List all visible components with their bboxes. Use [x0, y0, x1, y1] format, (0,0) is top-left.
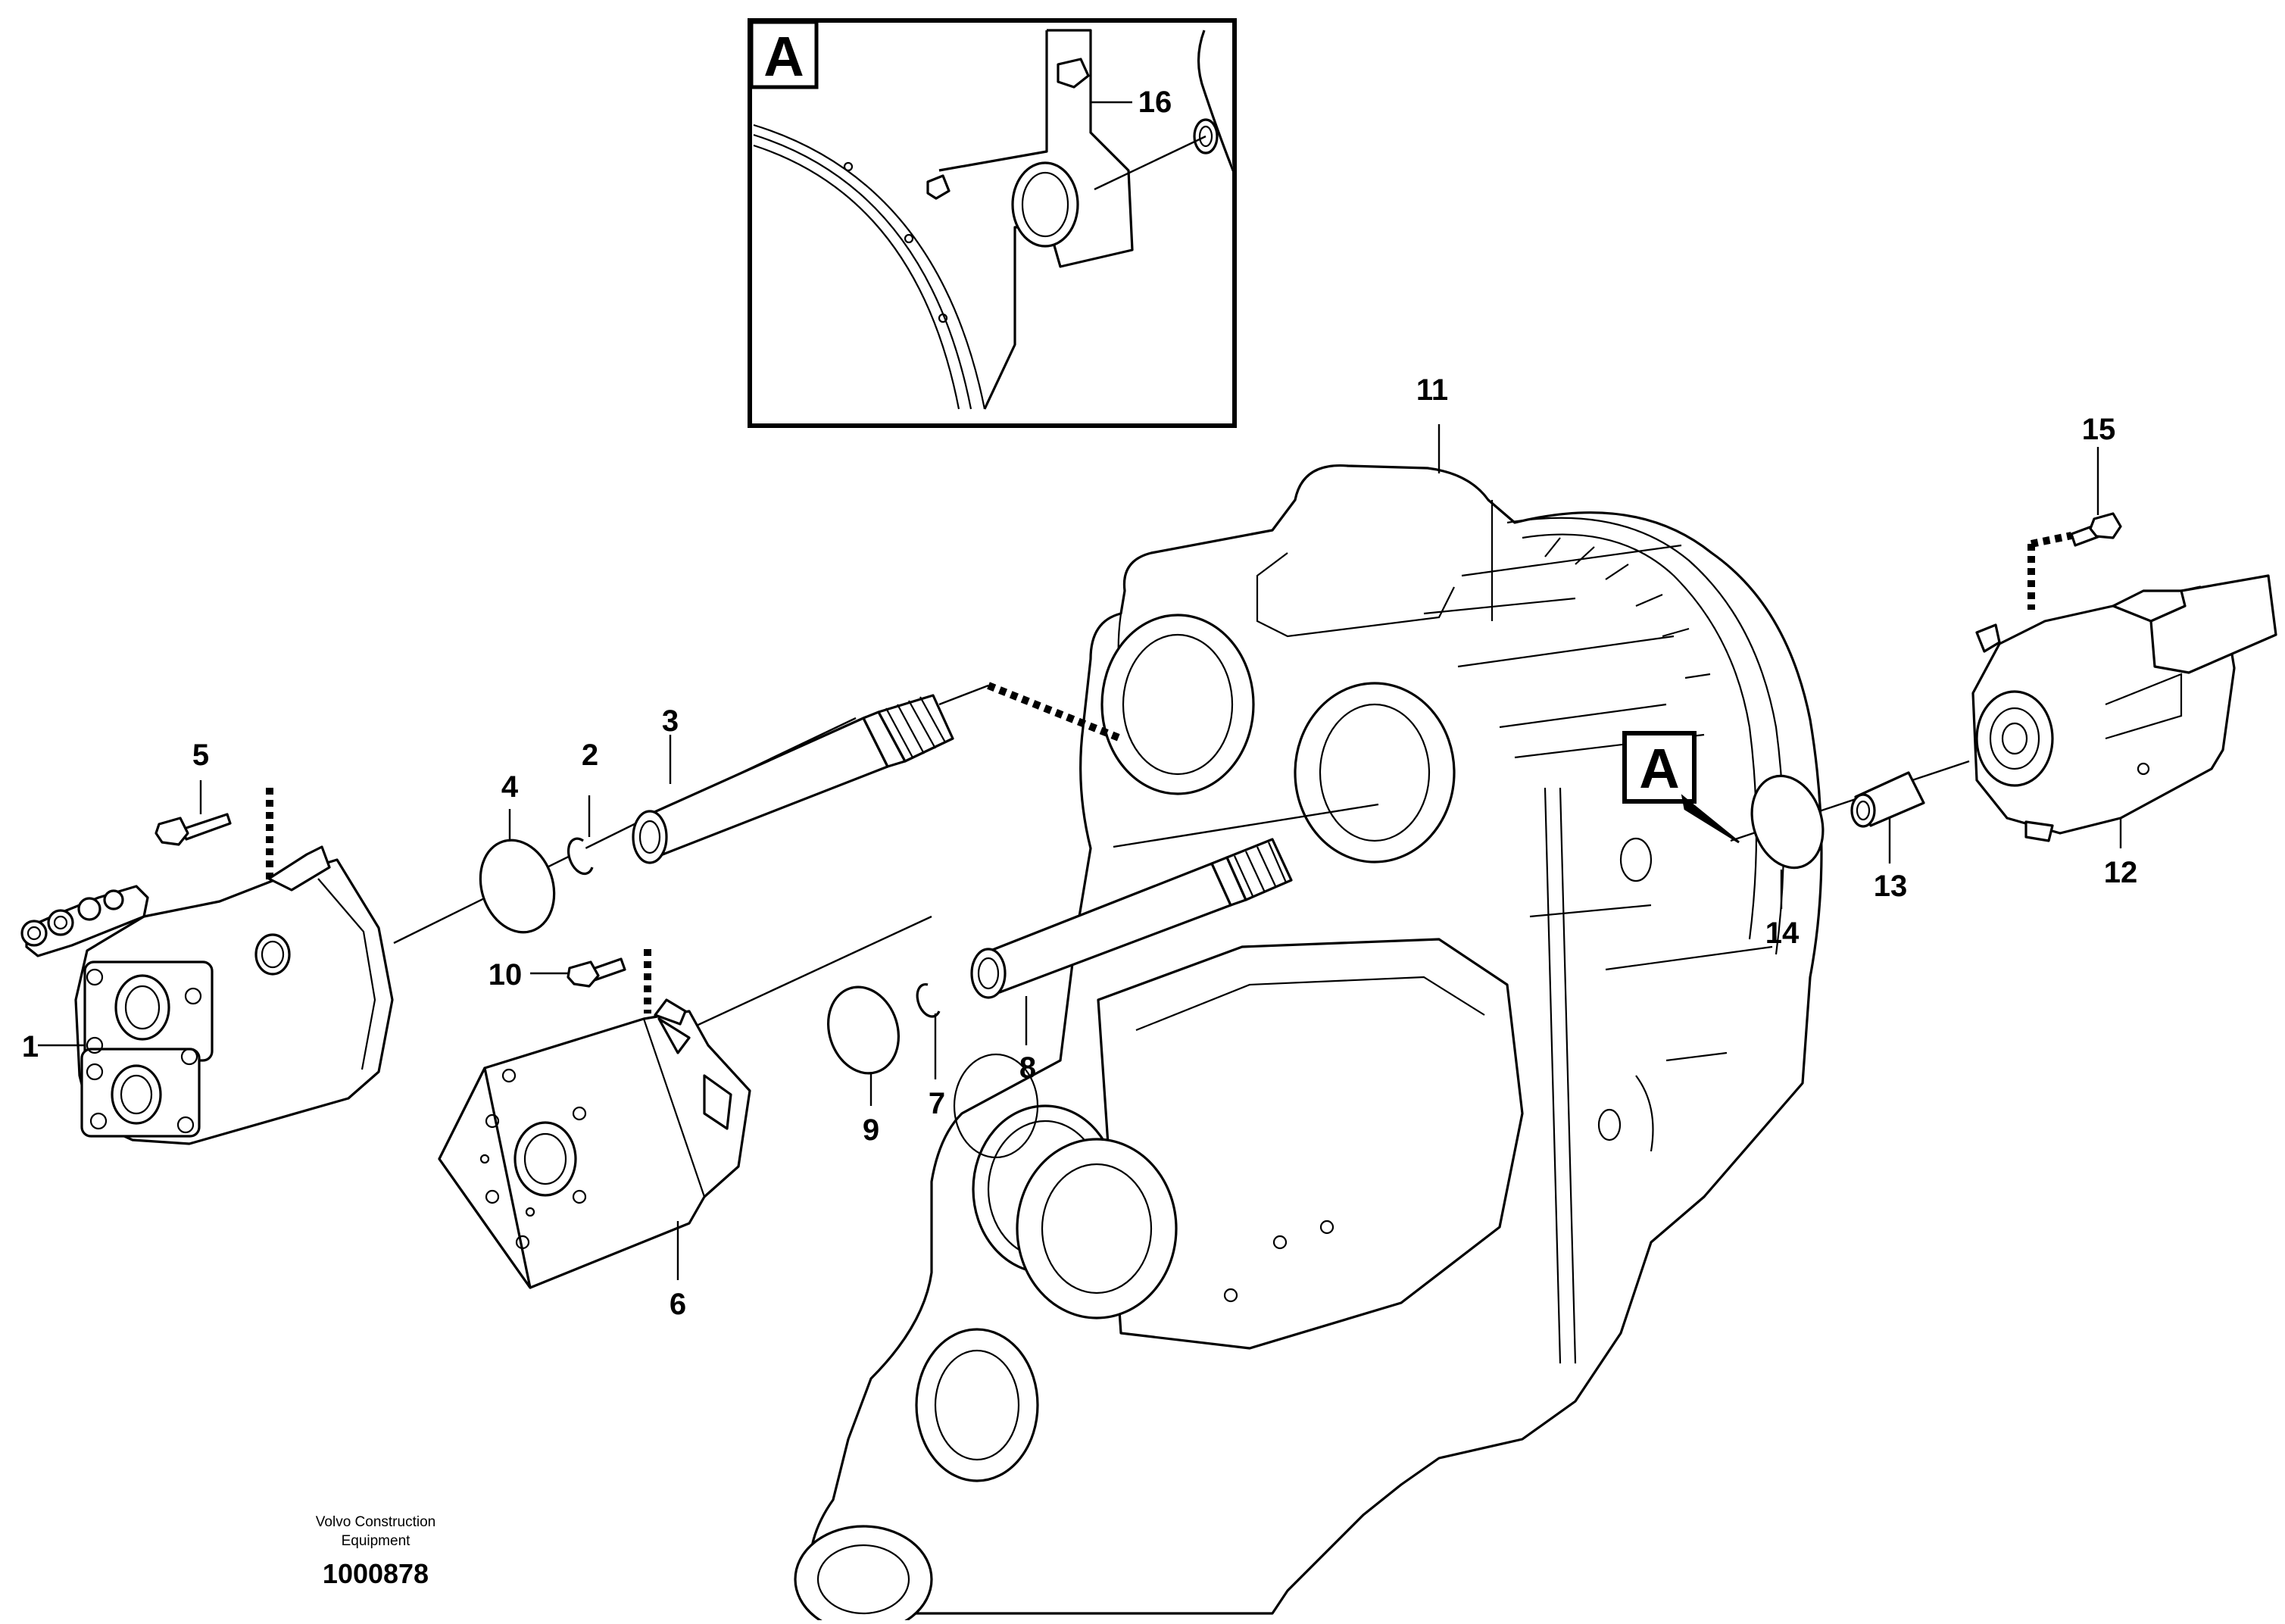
- coupling-sleeve: [1850, 771, 1925, 864]
- part-label-4: 4: [501, 770, 519, 804]
- drive-shaft-3: [632, 694, 954, 864]
- part-label-3: 3: [662, 704, 679, 738]
- detail-view-letter: A: [763, 25, 804, 88]
- bolts: [155, 447, 2122, 988]
- assembly-axes: [266, 532, 2073, 1039]
- drawing-number: 1000878: [323, 1558, 429, 1589]
- footer: Volvo Construction Equipment 1000878: [316, 1514, 435, 1589]
- right-pump: [1971, 574, 2277, 848]
- part-label-14: 14: [1765, 917, 1800, 950]
- company-name-line1: Volvo Construction: [316, 1514, 435, 1530]
- o-ring-14: [1750, 774, 1825, 870]
- o-ring-9: [827, 985, 900, 1075]
- snap-ring-2: [567, 837, 594, 876]
- detail-callout-letter: A: [1639, 737, 1679, 800]
- part-label-10: 10: [489, 958, 523, 992]
- bolt-5: [180, 813, 232, 841]
- lower-pump: [438, 998, 751, 1289]
- part-label-9: 9: [863, 1113, 879, 1147]
- snap-ring-7: [916, 982, 941, 1018]
- part-label-12: 12: [2104, 856, 2138, 889]
- detail-view-a: A: [748, 18, 1237, 428]
- part-label-2: 2: [582, 739, 598, 772]
- part-label-5: 5: [192, 739, 209, 772]
- part-label-15: 15: [2082, 413, 2116, 446]
- company-name-line2: Equipment: [342, 1533, 411, 1549]
- part-label-8: 8: [1019, 1051, 1036, 1085]
- part-label-6: 6: [670, 1288, 686, 1321]
- part-label-7: 7: [929, 1087, 945, 1120]
- part-label-13: 13: [1874, 870, 1908, 903]
- part-label-11: 11: [1416, 373, 1448, 407]
- part-label-1: 1: [22, 1030, 39, 1063]
- detail-callout-a: A: [1622, 731, 1740, 844]
- transmission-housing: [794, 424, 1823, 1624]
- pump-assembly: [20, 845, 394, 1145]
- part-labels: 1 2 3 4 5 6 7 8 9 10 11 12 13 14 15 16: [22, 86, 2137, 1321]
- o-ring-4: [479, 839, 556, 934]
- part-label-16: 16: [1138, 86, 1172, 119]
- seal-rings: [479, 774, 1825, 1106]
- drive-shaft-8: [970, 838, 1293, 1045]
